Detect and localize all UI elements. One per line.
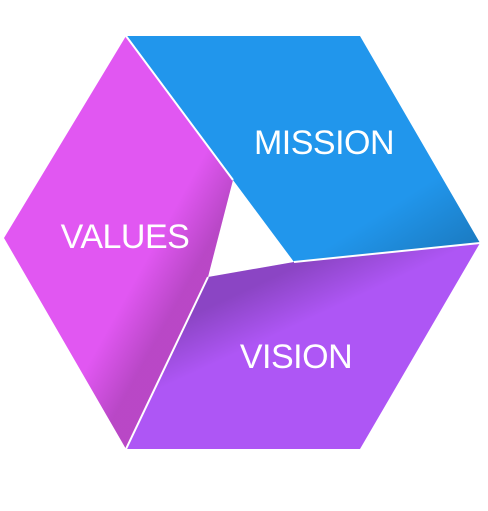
divider-mission-values [125, 35, 234, 181]
segment-vision: VISION [126, 243, 480, 449]
segment-values-shade [4, 36, 233, 449]
segment-values-label: VALUES [61, 218, 190, 256]
segment-mission-shade [126, 36, 480, 262]
segment-vision-shade [126, 243, 480, 449]
divider-values-vision [125, 276, 209, 450]
segment-values: VALUES [4, 36, 233, 449]
segment-dividers [125, 35, 481, 450]
divider-vision-mission [293, 242, 481, 263]
segment-vision-label: VISION [240, 338, 352, 376]
segment-mission-label: MISSION [254, 124, 394, 162]
segment-mission: MISSION [126, 36, 480, 262]
